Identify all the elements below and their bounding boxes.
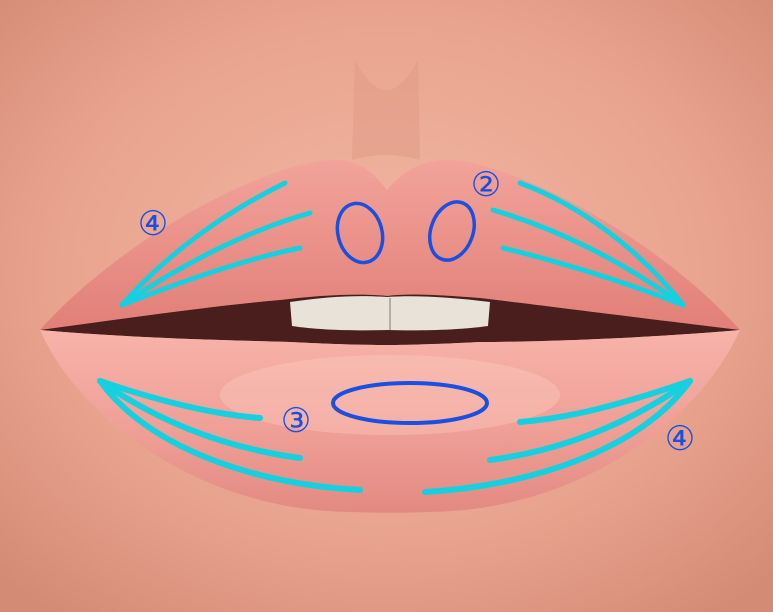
- label-upper-right: ②: [471, 165, 501, 205]
- label-lower-center: ③: [281, 401, 311, 441]
- label-lower-right: ④: [665, 419, 695, 459]
- label-upper-left: ④: [138, 204, 168, 244]
